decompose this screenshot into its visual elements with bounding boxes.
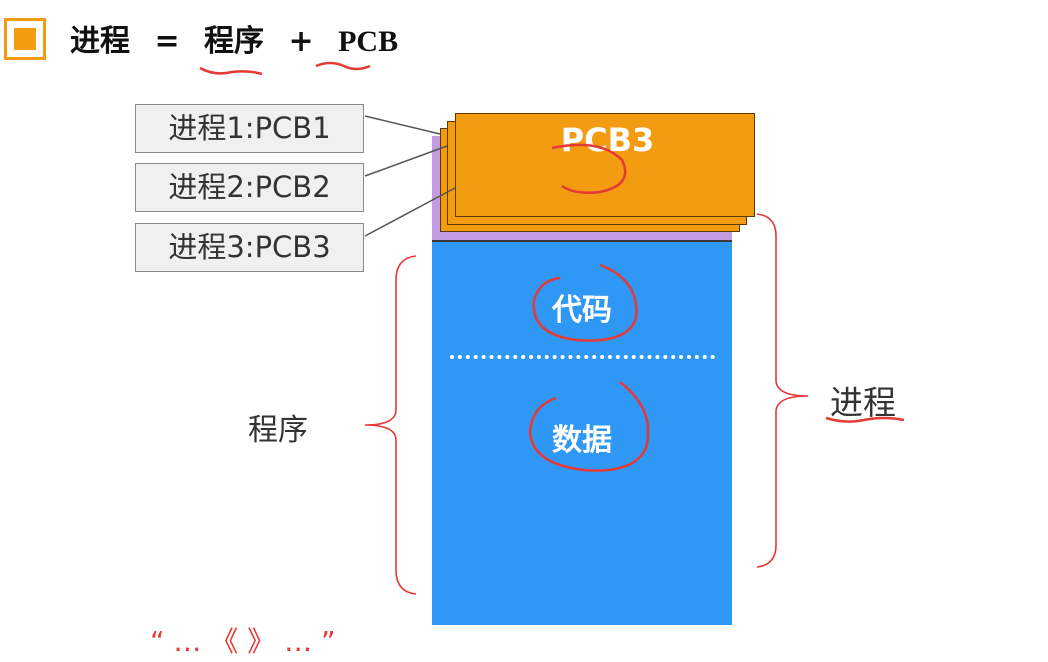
title-underline-pcb <box>315 61 371 71</box>
title-underline-program <box>199 66 263 76</box>
process-label-underline <box>825 416 905 423</box>
title-plus: + <box>288 24 314 59</box>
connector-line-3 <box>364 187 456 237</box>
pcb-card-3 <box>455 113 755 217</box>
pcb3-annotation-circle <box>551 143 627 194</box>
data-label: 数据 <box>552 423 612 458</box>
program-bracket <box>364 255 417 595</box>
title-marker-icon <box>4 18 46 60</box>
code-data-divider <box>450 355 715 359</box>
process-bracket-label: 进程 <box>830 383 896 422</box>
title-equals: = <box>154 24 180 59</box>
pcb-label-2: 进程2:PCB2 <box>135 163 364 212</box>
connector-line-1 <box>364 115 441 135</box>
program-bracket-label: 程序 <box>248 413 308 448</box>
program-block <box>432 240 732 625</box>
title-marker-fill <box>14 28 36 50</box>
pcb-label-3: 进程3:PCB3 <box>135 223 364 272</box>
data-annotation-circle <box>528 381 650 472</box>
annotation-layer <box>199 61 905 595</box>
pcb3-card-label: PCB3 <box>560 121 655 159</box>
code-label: 代码 <box>552 293 612 328</box>
process-bracket <box>756 213 809 568</box>
code-annotation-circle <box>532 263 638 342</box>
title-pcb: PCB <box>338 25 399 58</box>
title-process: 进程 <box>70 24 130 59</box>
title-program: 程序 <box>204 24 265 59</box>
connector-line-2 <box>364 145 448 177</box>
pcb-label-1: 进程1:PCB1 <box>135 104 364 153</box>
page-title: 进程 = 程序 + PCB <box>70 20 398 64</box>
